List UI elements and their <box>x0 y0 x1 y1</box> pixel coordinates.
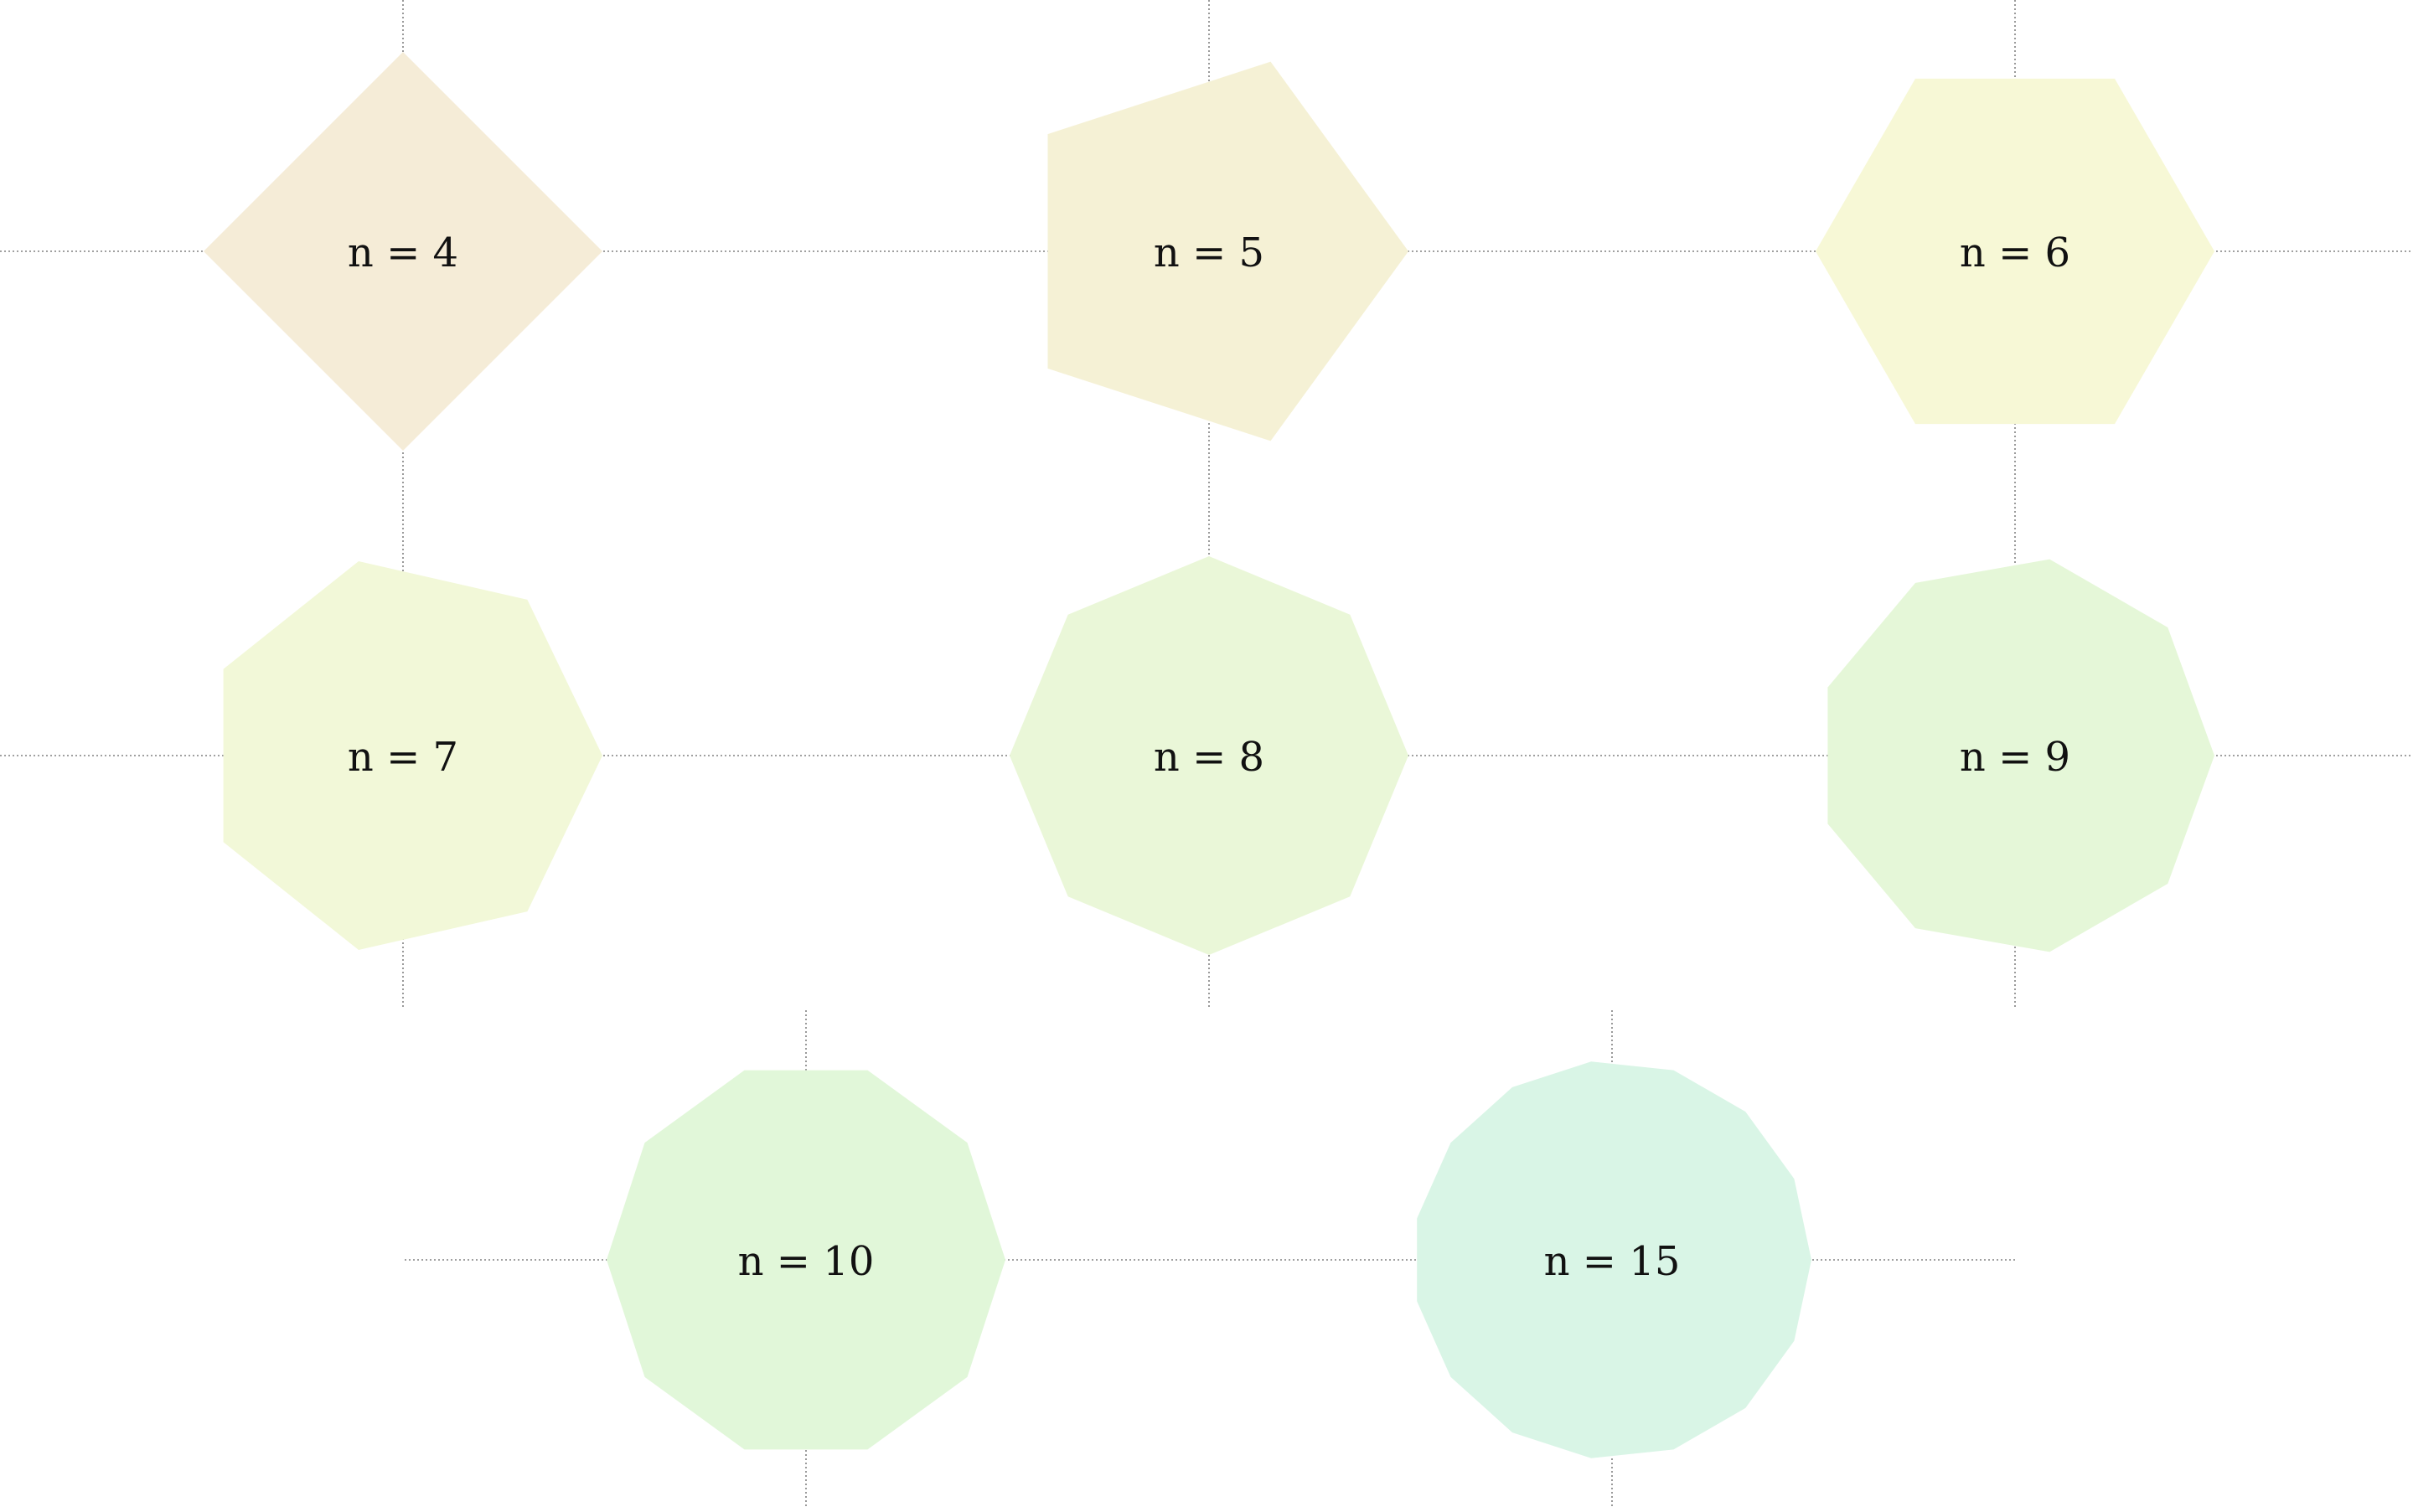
polygon-n-4 <box>204 52 602 451</box>
polygon-n-5 <box>1047 61 1408 441</box>
polygon-n-6 <box>1816 78 2214 425</box>
polygon-n-15 <box>1417 1061 1811 1458</box>
polygon-n-8 <box>1010 556 1408 955</box>
polygon-labels: n = 4 n = 5 n = 6 n = 7 n = 8 n = 9 n = … <box>348 230 2070 1285</box>
label-n-7: n = 7 <box>348 734 458 781</box>
polygon-shapes <box>204 52 2214 1458</box>
polygon-n-10 <box>607 1070 1005 1450</box>
label-n-9: n = 9 <box>1960 734 2070 781</box>
polygon-n-7 <box>223 561 602 950</box>
label-n-6: n = 6 <box>1960 230 2070 276</box>
label-n-8: n = 8 <box>1154 734 1264 781</box>
label-n-5: n = 5 <box>1154 230 1264 276</box>
label-n-15: n = 15 <box>1544 1238 1681 1285</box>
label-n-4: n = 4 <box>348 230 458 276</box>
polygon-n-9 <box>1827 559 2214 952</box>
label-n-10: n = 10 <box>738 1238 875 1285</box>
